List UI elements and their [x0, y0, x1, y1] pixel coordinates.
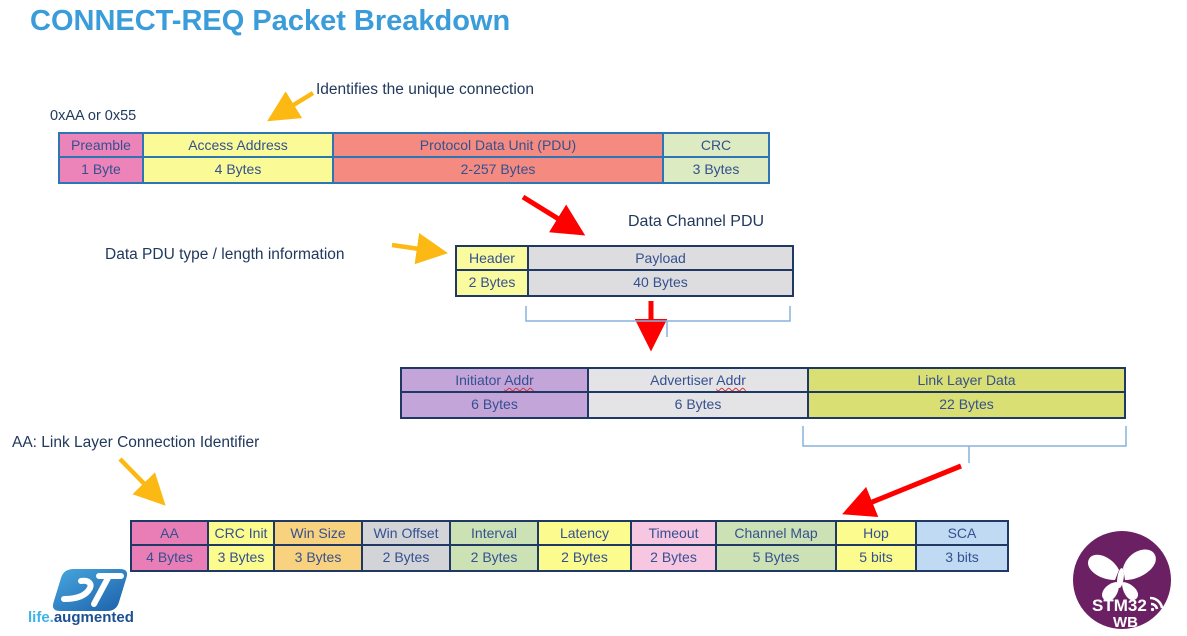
cell-sca: SCA 3 bits: [915, 522, 1007, 570]
cell-win-size: Win Size 3 Bytes: [273, 522, 361, 570]
field-label: CRC Init: [209, 522, 273, 546]
field-size: 3 Bytes: [217, 549, 265, 565]
annotation-header-note: Data PDU type / length information: [105, 246, 345, 263]
cell-initiator-addr: Initiator Addr 6 Bytes: [402, 369, 587, 417]
wireless-icon: [1149, 596, 1164, 612]
annotation-aa-note: AA: Link Layer Connection Identifier: [12, 434, 260, 451]
st-tagline: life.augmented: [28, 609, 134, 626]
cell-hop: Hop 5 bits: [835, 522, 915, 570]
field-size: 5 Bytes: [752, 549, 800, 565]
field-label: Latency: [539, 522, 630, 546]
field-size: 5 bits: [859, 549, 893, 565]
cell-preamble: Preamble 1 Byte: [60, 134, 142, 182]
red-arrow-pdu-to-data-channel: [521, 194, 586, 236]
tagline-augmented: augmented: [53, 609, 134, 626]
label-data-channel-pdu: Data Channel PDU: [628, 213, 765, 230]
butterfly-icon: [1087, 549, 1156, 601]
field-label: Interval: [451, 522, 537, 546]
badge-text-wb: WB: [1113, 614, 1138, 631]
field-label: Access Address: [144, 134, 332, 158]
cell-interval: Interval 2 Bytes: [449, 522, 537, 570]
field-label: SCA: [917, 522, 1007, 546]
stm32wb-badge: STM32 WB: [1073, 531, 1171, 631]
field-label: Hop: [837, 522, 915, 546]
cell-access-address: Access Address 4 Bytes: [142, 134, 332, 182]
field-size: 4 Bytes: [146, 549, 193, 565]
field-size: 3 Bytes: [294, 549, 342, 565]
page-title: CONNECT-REQ Packet Breakdown: [30, 5, 511, 37]
field-label: CRC: [664, 134, 768, 158]
data-channel-pdu-table: Header 2 Bytes Payload 40 Bytes: [455, 245, 794, 297]
packet-structure-table: Preamble 1 Byte Access Address 4 Bytes Proto…: [58, 132, 770, 184]
cell-payload: Payload 40 Bytes: [527, 247, 792, 295]
cell-latency: Latency 2 Bytes: [537, 522, 630, 570]
field-label: Win Size: [275, 522, 361, 546]
yellow-arrow-access-address: [267, 91, 315, 122]
field-label: Advertiser Addr: [589, 369, 807, 393]
bracket-payload: [525, 306, 791, 337]
field-size: 2 Bytes: [470, 549, 518, 565]
cell-timeout: Timeout 2 Bytes: [630, 522, 715, 570]
payload-breakdown-table: Initiator Addr 6 Bytes Advertiser Addr 6 By…: [400, 367, 1126, 419]
cell-crc-init: CRC Init 3 Bytes: [207, 522, 273, 570]
field-size: 1 Byte: [81, 161, 121, 177]
field-size: 2 Bytes: [382, 549, 430, 565]
cell-channel-map: Channel Map 5 Bytes: [715, 522, 835, 570]
cell-advertiser-addr: Advertiser Addr 6 Bytes: [587, 369, 807, 417]
field-label: Win Offset: [363, 522, 449, 546]
field-size: 40 Bytes: [633, 274, 688, 290]
field-size: 2 Bytes: [561, 549, 608, 565]
field-label: AA: [132, 522, 207, 546]
field-label: Initiator Addr: [402, 369, 587, 393]
field-size: 3 Bytes: [692, 161, 740, 177]
field-size: 2-257 Bytes: [460, 161, 536, 177]
field-size: 2 Bytes: [468, 274, 516, 290]
field-label: Payload: [529, 247, 792, 271]
cell-link-layer-data: Link Layer Data 22 Bytes: [807, 369, 1124, 417]
field-label: Header: [457, 247, 527, 271]
field-size: 3 bits: [945, 549, 979, 565]
field-size: 2 Bytes: [650, 549, 697, 565]
field-label: Preamble: [60, 134, 142, 158]
cell-crc: CRC 3 Bytes: [662, 134, 768, 182]
red-arrow-lld-to-fields: [842, 463, 962, 518]
field-size: 22 Bytes: [939, 396, 994, 412]
badge-text-stm32: STM32: [1092, 596, 1147, 615]
cell-protocol-data-unit-pdu-: Protocol Data Unit (PDU) 2-257 Bytes: [332, 134, 662, 182]
st-logo-icon: [52, 569, 128, 611]
annotation-preamble-values: 0xAA or 0x55: [50, 108, 137, 124]
annotation-access-address: Identifies the unique connection: [316, 81, 535, 98]
yellow-arrow-header: [391, 233, 449, 265]
field-label: Link Layer Data: [809, 369, 1124, 393]
cell-aa: AA 4 Bytes: [132, 522, 207, 570]
field-label: Protocol Data Unit (PDU): [334, 134, 662, 158]
field-size: 4 Bytes: [214, 161, 262, 177]
field-size: 6 Bytes: [674, 396, 722, 412]
cell-win-offset: Win Offset 2 Bytes: [361, 522, 449, 570]
tagline-life: life.: [28, 609, 54, 626]
bracket-link-layer-data: [802, 426, 1127, 463]
field-label: Channel Map: [717, 522, 835, 546]
field-size: 6 Bytes: [471, 396, 518, 412]
field-label: Timeout: [632, 522, 715, 546]
yellow-arrow-aa: [118, 457, 166, 506]
cell-header: Header 2 Bytes: [457, 247, 527, 295]
